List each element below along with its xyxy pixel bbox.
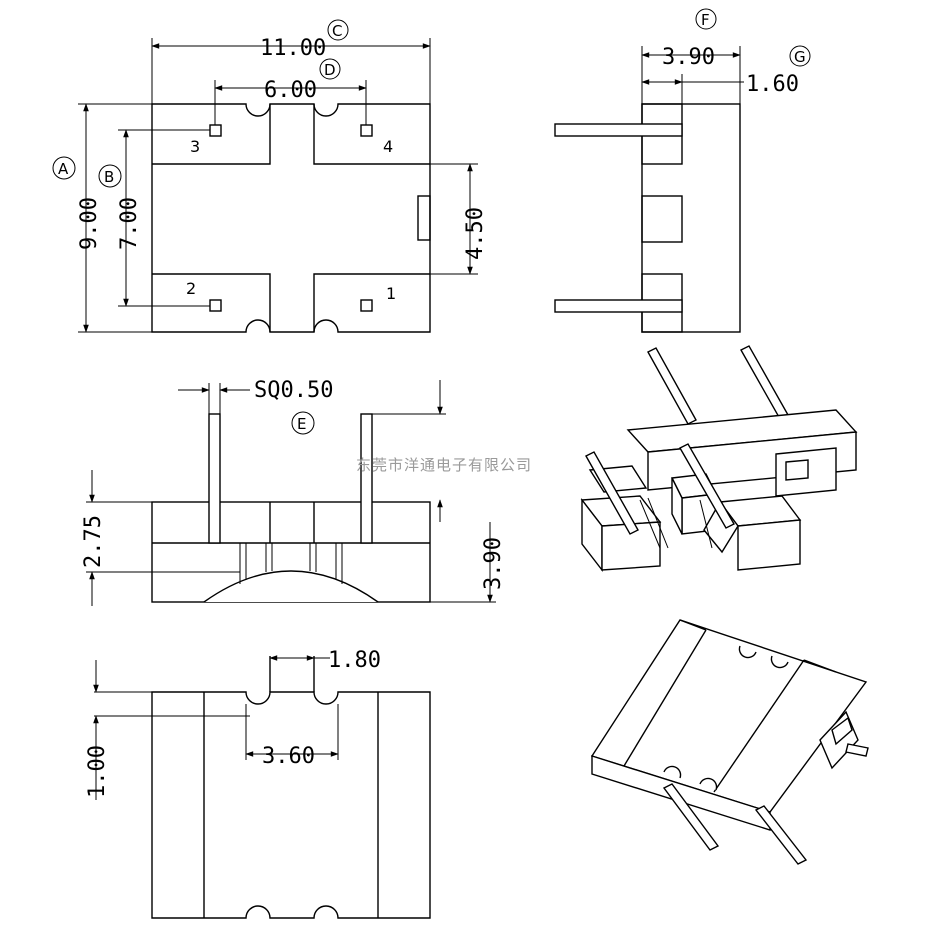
front-pin-left (208, 413, 221, 544)
circle-label-f: F (695, 8, 717, 30)
pin-label-1: 1 (386, 284, 396, 303)
pin-1-square (360, 299, 373, 312)
svg-text:B: B (104, 168, 114, 186)
side-pin-top (554, 123, 683, 137)
dim-1-60: 1.60 (746, 72, 799, 97)
dim-1-80: 1.80 (328, 648, 381, 673)
circle-label-c: C (327, 19, 349, 41)
pin-label-2: 2 (186, 279, 196, 298)
circle-label-e: E (291, 411, 315, 435)
pin-3-square (209, 124, 222, 137)
bottom-view: 1.80 3.60 1.00 (85, 648, 431, 919)
dim-4-50: 4.50 (463, 207, 488, 260)
isometric-view-top (580, 345, 858, 573)
dim-9-00: 9.00 (77, 197, 102, 250)
svg-text:A: A (58, 160, 69, 178)
pin-label-4: 4 (383, 137, 393, 156)
watermark-text: 东莞市洋通电子有限公司 (356, 456, 532, 474)
svg-text:C: C (332, 22, 342, 40)
dim-2-75: 2.75 (81, 515, 106, 568)
dim-sq0-50: SQ0.50 (254, 378, 333, 403)
svg-text:G: G (794, 48, 806, 66)
top-view-outline (151, 103, 431, 333)
dim-6-00: 6.00 (264, 78, 317, 103)
isometric-view-bottom (590, 619, 869, 865)
svg-text:D: D (324, 61, 336, 79)
circle-label-g: G (789, 45, 811, 67)
side-pin-bottom (554, 299, 683, 313)
top-view: 3 4 2 1 11.00 6.00 9.00 7.00 4.50 C (52, 19, 488, 333)
bottom-view-outline (151, 691, 431, 919)
pin-4-square (360, 124, 373, 137)
dim-3-90-front: 3.90 (481, 537, 506, 590)
pin-label-3: 3 (190, 137, 200, 156)
dim-1-00: 1.00 (85, 745, 110, 798)
dim-7-00: 7.00 (117, 197, 142, 250)
dim-11-00: 11.00 (260, 36, 326, 61)
svg-text:E: E (297, 415, 306, 433)
circle-label-a: A (52, 156, 76, 180)
dim-3-90-side: 3.90 (662, 45, 715, 70)
circle-label-d: D (319, 58, 341, 80)
front-view: SQ0.50 2.75 3.90 E (81, 378, 506, 606)
circle-label-b: B (98, 164, 122, 188)
dim-3-60: 3.60 (262, 744, 315, 769)
svg-text:F: F (701, 11, 710, 29)
pin-2-square (209, 299, 222, 312)
side-view: 3.90 1.60 F G (554, 8, 811, 333)
front-pin-right (360, 413, 373, 544)
